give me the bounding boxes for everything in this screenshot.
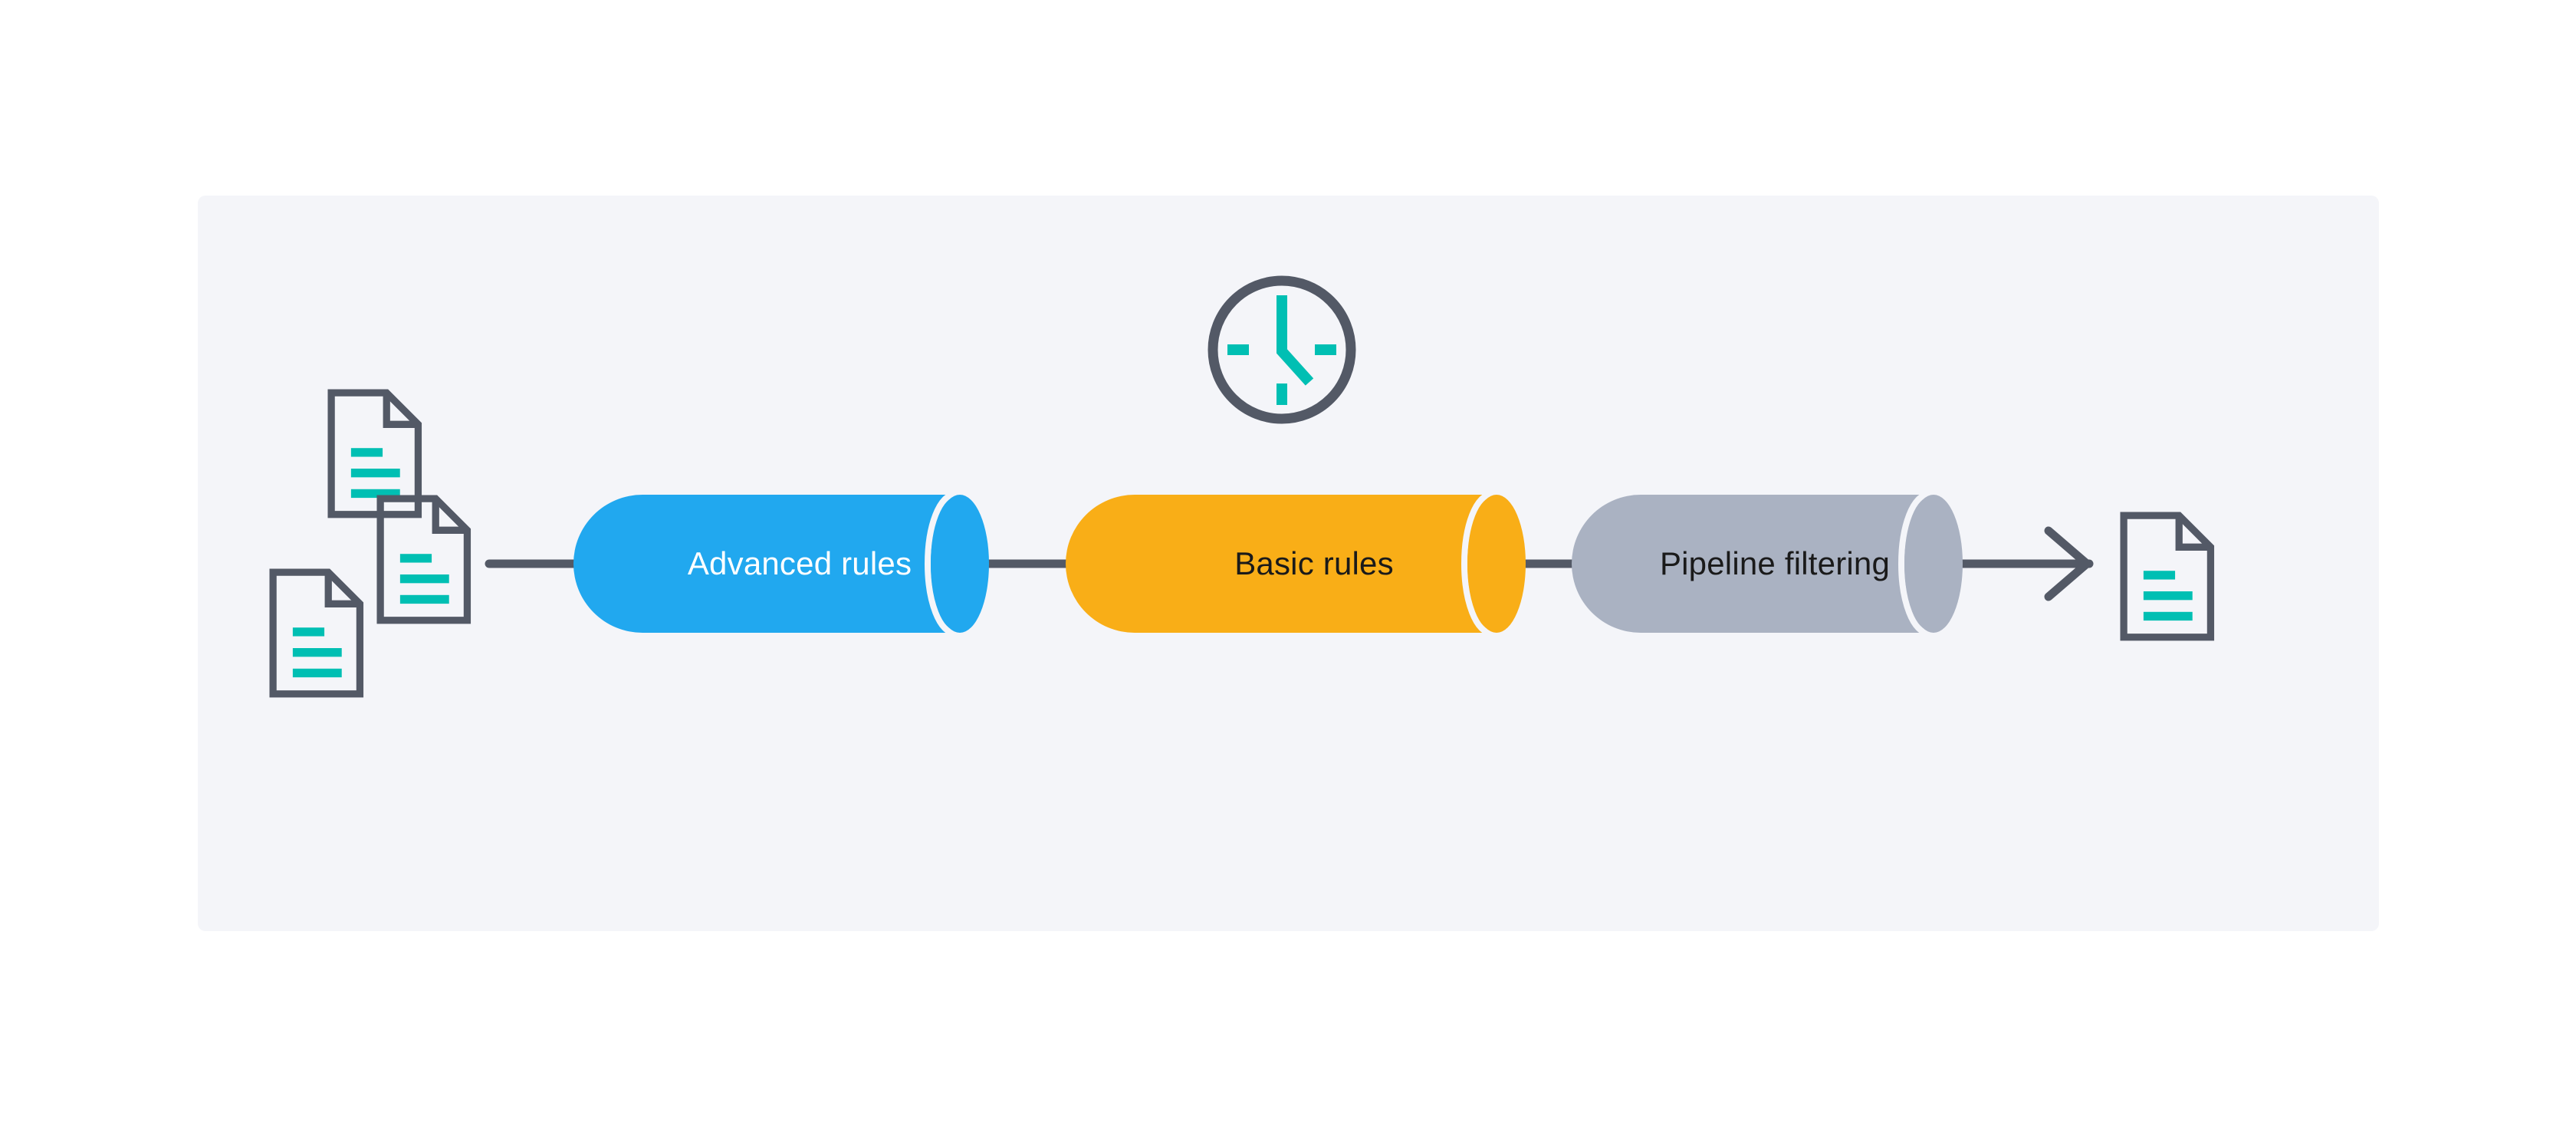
advanced-rules-seam xyxy=(925,492,955,636)
basic-rules-end-cap xyxy=(1467,495,1526,633)
clock-tick-6 xyxy=(1276,383,1287,405)
arrow-right-icon xyxy=(2044,526,2091,601)
input-documents-group xyxy=(273,393,467,694)
stage-node-advanced-rules[interactable] xyxy=(573,492,989,636)
advanced-rules-body xyxy=(573,495,955,633)
clock-tick-9 xyxy=(1227,344,1249,355)
document-icon-output xyxy=(2124,515,2210,637)
clock-hands xyxy=(1276,316,1314,386)
basic-rules-seam xyxy=(1461,492,1492,636)
stage-node-basic-rules[interactable] xyxy=(1066,492,1526,636)
document-icon-3 xyxy=(273,572,360,694)
stage-node-pipeline-filtering[interactable] xyxy=(1572,492,1963,636)
clock-face xyxy=(1208,275,1356,424)
pipeline-filtering-end-cap xyxy=(1904,495,1963,633)
advanced-rules-end-cap xyxy=(931,495,989,633)
clock-tick-12 xyxy=(1276,295,1287,317)
clock-tick-3 xyxy=(1315,344,1336,355)
clock-icon xyxy=(1208,275,1356,424)
basic-rules-body xyxy=(1066,495,1491,633)
pipeline-filtering-seam xyxy=(1898,492,1929,636)
pipeline-filtering-body xyxy=(1572,495,1928,633)
